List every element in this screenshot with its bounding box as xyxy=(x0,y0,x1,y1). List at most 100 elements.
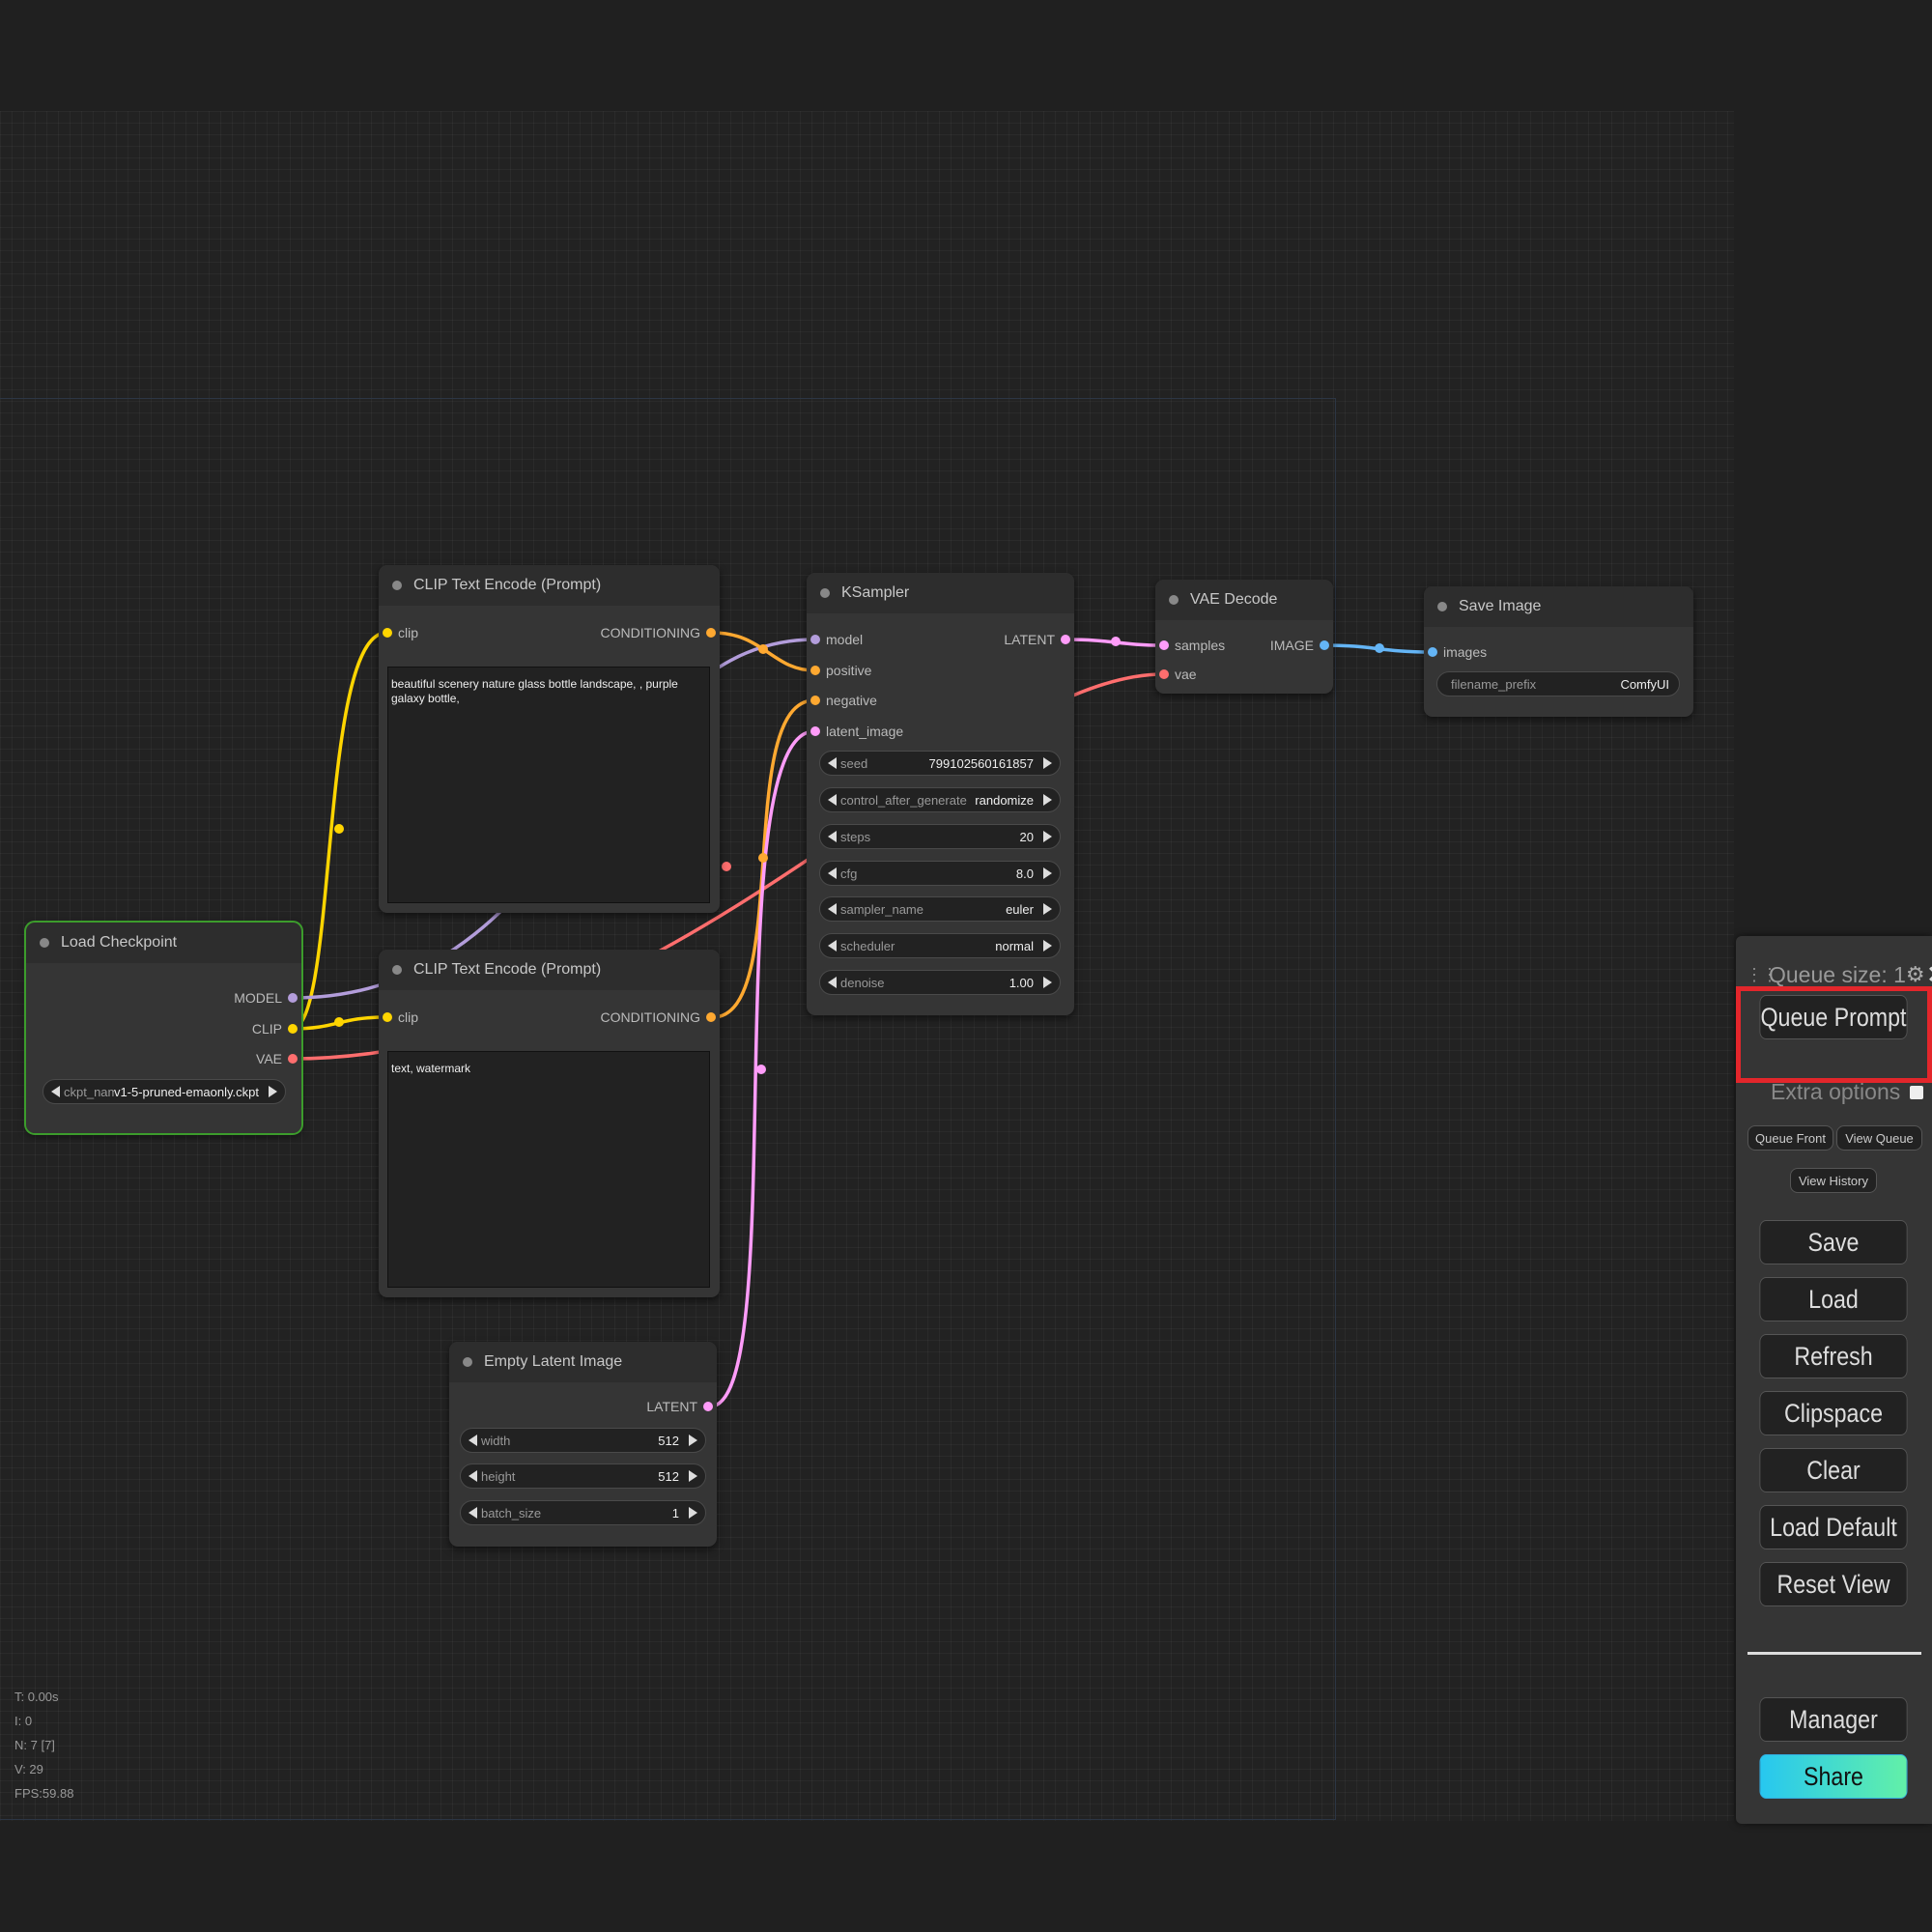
queue-prompt-button[interactable]: Queue Prompt xyxy=(1759,995,1908,1039)
slot-dot[interactable] xyxy=(1159,640,1169,650)
output-conditioning[interactable]: CONDITIONING xyxy=(601,1009,716,1026)
node-collapse-dot[interactable] xyxy=(392,965,402,975)
decrement-arrow-icon[interactable] xyxy=(828,940,837,952)
input-clip[interactable]: clip xyxy=(383,624,418,641)
decrement-arrow-icon[interactable] xyxy=(828,903,837,915)
node-title[interactable]: Save Image xyxy=(1424,586,1693,627)
increment-arrow-icon[interactable] xyxy=(689,1435,697,1446)
node-collapse-dot[interactable] xyxy=(392,581,402,590)
increment-arrow-icon[interactable] xyxy=(1043,977,1052,988)
node-collapse-dot[interactable] xyxy=(40,938,49,948)
extra-options-checkbox[interactable] xyxy=(1910,1085,1924,1099)
increment-arrow-icon[interactable] xyxy=(1043,903,1052,915)
node-title[interactable]: VAE Decode xyxy=(1155,580,1333,620)
widget-sampler-name[interactable]: sampler_name euler xyxy=(819,896,1061,922)
output-latent[interactable]: LATENT xyxy=(1004,631,1070,648)
increment-arrow-icon[interactable] xyxy=(1043,940,1052,952)
increment-arrow-icon[interactable] xyxy=(1043,831,1052,842)
node-empty-latent-image[interactable]: Empty Latent Image LATENT width 512 heig… xyxy=(449,1342,717,1547)
node-title[interactable]: Empty Latent Image xyxy=(449,1342,717,1382)
increment-arrow-icon[interactable] xyxy=(689,1470,697,1482)
slot-dot[interactable] xyxy=(706,1012,716,1022)
clear-button[interactable]: Clear xyxy=(1759,1448,1908,1492)
slot-dot[interactable] xyxy=(383,1012,392,1022)
node-collapse-dot[interactable] xyxy=(820,588,830,598)
input-model[interactable]: model xyxy=(810,631,863,648)
slot-dot[interactable] xyxy=(810,666,820,675)
widget-cfg[interactable]: cfg 8.0 xyxy=(819,861,1061,886)
output-latent[interactable]: LATENT xyxy=(646,1398,713,1415)
decrement-arrow-icon[interactable] xyxy=(469,1507,477,1519)
node-title[interactable]: CLIP Text Encode (Prompt) xyxy=(379,565,720,606)
slot-dot[interactable] xyxy=(810,696,820,705)
manager-button[interactable]: Manager xyxy=(1759,1697,1908,1742)
node-collapse-dot[interactable] xyxy=(1169,595,1179,605)
node-clip-text-encode-positive[interactable]: CLIP Text Encode (Prompt) clip CONDITION… xyxy=(379,565,720,913)
input-vae[interactable]: vae xyxy=(1159,666,1197,683)
decrement-arrow-icon[interactable] xyxy=(828,977,837,988)
node-collapse-dot[interactable] xyxy=(463,1357,472,1367)
widget-steps[interactable]: steps 20 xyxy=(819,824,1061,849)
increment-arrow-icon[interactable] xyxy=(689,1507,697,1519)
output-image[interactable]: IMAGE xyxy=(1270,637,1329,654)
decrement-arrow-icon[interactable] xyxy=(828,867,837,879)
reset-view-button[interactable]: Reset View xyxy=(1759,1562,1908,1606)
slot-dot[interactable] xyxy=(810,635,820,644)
node-title[interactable]: Load Checkpoint xyxy=(26,923,301,963)
decrement-arrow-icon[interactable] xyxy=(828,794,837,806)
input-positive[interactable]: positive xyxy=(810,662,871,679)
load-default-button[interactable]: Load Default xyxy=(1759,1505,1908,1549)
node-vae-decode[interactable]: VAE Decode samples vae IMAGE xyxy=(1155,580,1333,694)
clipspace-button[interactable]: Clipspace xyxy=(1759,1391,1908,1435)
extra-options-toggle[interactable]: Extra options xyxy=(1771,1079,1924,1105)
node-load-checkpoint[interactable]: Load Checkpoint MODEL CLIP VAE ckpt_name… xyxy=(24,921,303,1135)
decrement-arrow-icon[interactable] xyxy=(469,1470,477,1482)
slot-dot[interactable] xyxy=(288,1054,298,1064)
decrement-arrow-icon[interactable] xyxy=(469,1435,477,1446)
close-icon[interactable]: ✕ xyxy=(1927,961,1932,989)
input-samples[interactable]: samples xyxy=(1159,637,1225,654)
decrement-arrow-icon[interactable] xyxy=(828,831,837,842)
gear-icon[interactable]: ⚙ xyxy=(1905,962,1925,986)
output-conditioning[interactable]: CONDITIONING xyxy=(601,624,716,641)
view-history-button[interactable]: View History xyxy=(1790,1168,1877,1193)
increment-arrow-icon[interactable] xyxy=(1043,757,1052,769)
node-title[interactable]: CLIP Text Encode (Prompt) xyxy=(379,950,720,990)
widget-batch-size[interactable]: batch_size 1 xyxy=(460,1500,706,1525)
widget-seed[interactable]: seed 799102560161857 xyxy=(819,751,1061,776)
node-clip-text-encode-negative[interactable]: CLIP Text Encode (Prompt) clip CONDITION… xyxy=(379,950,720,1297)
slot-dot[interactable] xyxy=(1159,669,1169,679)
slot-dot[interactable] xyxy=(706,628,716,638)
slot-dot[interactable] xyxy=(288,993,298,1003)
increment-arrow-icon[interactable] xyxy=(1043,867,1052,879)
node-collapse-dot[interactable] xyxy=(1437,602,1447,611)
node-title[interactable]: KSampler xyxy=(807,573,1074,613)
slot-dot[interactable] xyxy=(810,726,820,736)
input-latent-image[interactable]: latent_image xyxy=(810,723,903,740)
widget-width[interactable]: width 512 xyxy=(460,1428,706,1453)
node-ksampler[interactable]: KSampler model positive negative latent_… xyxy=(807,573,1074,1015)
output-vae[interactable]: VAE xyxy=(256,1050,298,1067)
decrement-arrow-icon[interactable] xyxy=(51,1086,60,1097)
widget-height[interactable]: height 512 xyxy=(460,1463,706,1489)
slot-dot[interactable] xyxy=(383,628,392,638)
node-save-image[interactable]: Save Image images filename_prefix ComfyU… xyxy=(1424,586,1693,717)
input-images[interactable]: images xyxy=(1428,643,1487,661)
slot-dot[interactable] xyxy=(703,1402,713,1411)
share-button[interactable]: Share xyxy=(1759,1754,1908,1799)
slot-dot[interactable] xyxy=(288,1024,298,1034)
increment-arrow-icon[interactable] xyxy=(269,1086,277,1097)
drag-handle-icon[interactable]: ⋮⋮ xyxy=(1746,964,1778,984)
prompt-textarea[interactable]: beautiful scenery nature glass bottle la… xyxy=(387,667,710,903)
output-model[interactable]: MODEL xyxy=(234,989,298,1007)
prompt-textarea[interactable]: text, watermark xyxy=(387,1051,710,1288)
slot-dot[interactable] xyxy=(1061,635,1070,644)
refresh-button[interactable]: Refresh xyxy=(1759,1334,1908,1378)
input-clip[interactable]: clip xyxy=(383,1009,418,1026)
load-button[interactable]: Load xyxy=(1759,1277,1908,1321)
widget-control-after-generate[interactable]: control_after_generate randomize xyxy=(819,787,1061,812)
widget-filename-prefix[interactable]: filename_prefix ComfyUI xyxy=(1436,671,1680,696)
decrement-arrow-icon[interactable] xyxy=(828,757,837,769)
input-negative[interactable]: negative xyxy=(810,692,877,709)
output-clip[interactable]: CLIP xyxy=(252,1020,298,1037)
